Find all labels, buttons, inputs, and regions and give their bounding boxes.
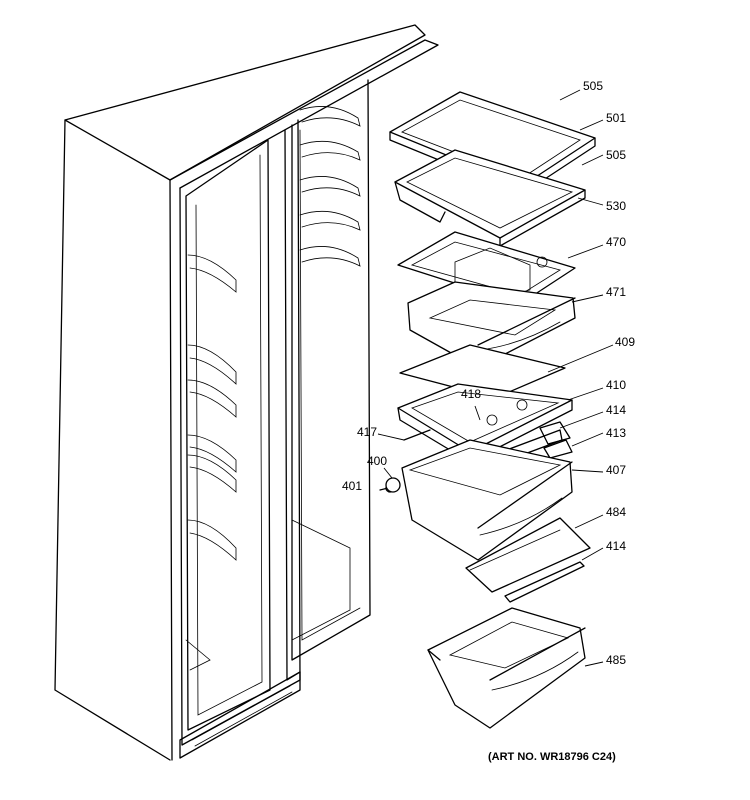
callout-400: 400 bbox=[367, 454, 387, 468]
callout-470: 470 bbox=[606, 235, 626, 249]
callout-505-lower: 505 bbox=[606, 148, 626, 162]
callout-417: 417 bbox=[357, 425, 377, 439]
part-400-knob bbox=[385, 477, 401, 493]
part-413-slide bbox=[543, 439, 573, 459]
part-485-bottom-pan bbox=[427, 607, 586, 729]
callout-414-lower: 414 bbox=[606, 539, 626, 553]
callout-413: 413 bbox=[606, 426, 626, 440]
callout-501: 501 bbox=[606, 111, 626, 125]
callout-471: 471 bbox=[606, 285, 626, 299]
callout-401: 401 bbox=[342, 479, 362, 493]
callout-505-top: 505 bbox=[583, 79, 603, 93]
callout-409: 409 bbox=[615, 335, 635, 349]
leader-lines bbox=[377, 89, 614, 667]
fridge-cabinet bbox=[54, 24, 439, 761]
callout-407: 407 bbox=[606, 463, 626, 477]
callout-labels: 505 501 505 530 470 471 409 418 410 414 … bbox=[342, 79, 635, 667]
callout-410: 410 bbox=[606, 378, 626, 392]
art-number-caption: (ART NO. WR18796 C24) bbox=[488, 751, 616, 763]
part-407-pan bbox=[401, 439, 573, 561]
callout-485: 485 bbox=[606, 653, 626, 667]
callout-418: 418 bbox=[461, 387, 481, 401]
part-484-drawer-front bbox=[465, 517, 591, 593]
callout-530: 530 bbox=[606, 199, 626, 213]
callout-484: 484 bbox=[606, 505, 626, 519]
part-414-trim bbox=[504, 561, 585, 603]
part-530-shelf-frame bbox=[394, 149, 586, 247]
callout-414-upper: 414 bbox=[606, 403, 626, 417]
